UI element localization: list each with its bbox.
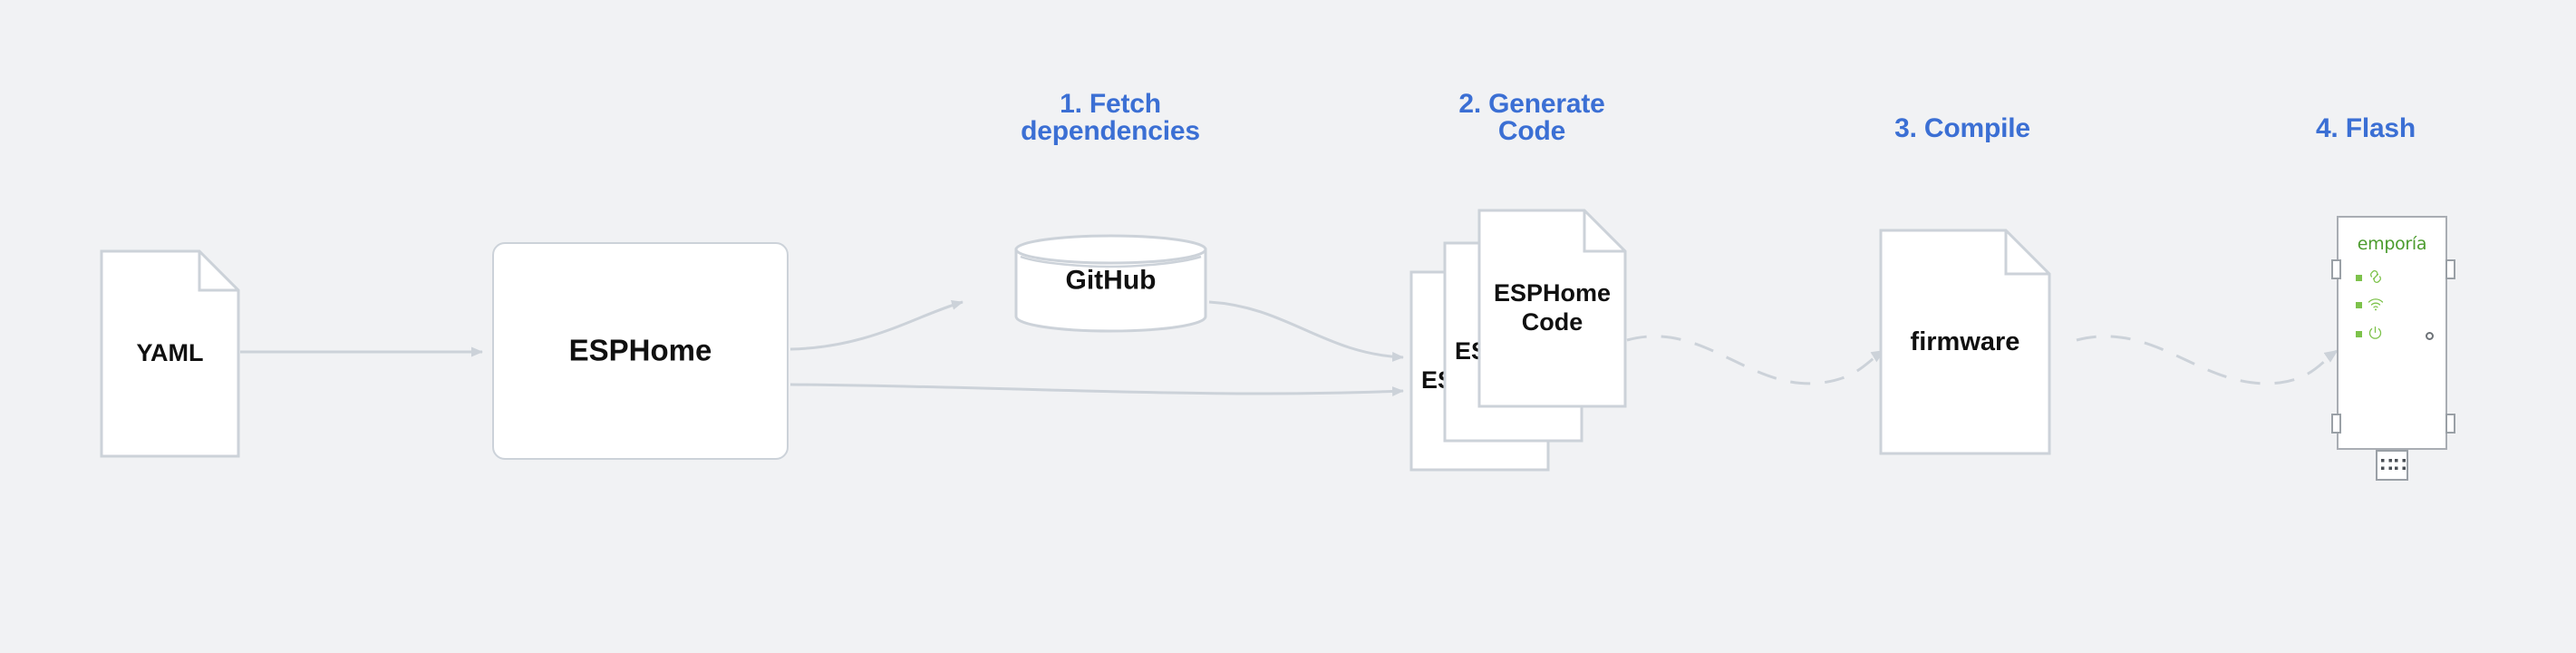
wifi-icon bbox=[2368, 298, 2384, 311]
github-label: GitHub bbox=[1065, 265, 1157, 296]
device-reset-button[interactable] bbox=[2426, 332, 2434, 340]
step-label-1: 1. Fetch dependencies bbox=[1011, 91, 1210, 145]
code-document-front bbox=[1477, 209, 1627, 408]
node-github[interactable]: GitHub bbox=[1013, 233, 1208, 333]
status-led-2 bbox=[2356, 302, 2362, 308]
cylinder-shape bbox=[1014, 234, 1207, 333]
step-3-line-1: 3. Compile bbox=[1894, 113, 2030, 143]
power-icon bbox=[2368, 326, 2382, 339]
edge-github-to-code bbox=[1208, 300, 1404, 362]
firmware-label: firmware bbox=[1910, 326, 2020, 356]
node-firmware[interactable]: firmware bbox=[1879, 229, 2051, 455]
code-label-line-1: ESPHome bbox=[1493, 279, 1612, 307]
terminal-icon-left bbox=[2381, 459, 2392, 470]
terminal-icon-right bbox=[2395, 459, 2406, 470]
step-2-line-1: 2. Generate bbox=[1458, 89, 1605, 119]
mount-tab-bottom-left bbox=[2331, 414, 2341, 434]
step-label-2: 2. Generate Code bbox=[1432, 91, 1632, 145]
yaml-label: YAML bbox=[136, 339, 204, 367]
code-label-line-2: Code bbox=[1521, 307, 1583, 336]
mount-tab-bottom-right bbox=[2445, 414, 2455, 434]
edge-esphome-to-github bbox=[789, 300, 964, 351]
edge-esphome-to-code bbox=[789, 383, 1404, 396]
code-front-label: ESPHome Code bbox=[1477, 279, 1627, 337]
document-shape bbox=[1879, 229, 2051, 455]
step-1-line-2: dependencies bbox=[1021, 116, 1200, 146]
mount-tab-top-right bbox=[2445, 259, 2455, 279]
node-esphome[interactable]: ESPHome bbox=[492, 242, 789, 460]
edge-code-to-firmware bbox=[1626, 335, 1885, 385]
document-shape bbox=[100, 249, 240, 458]
mount-tab-top-left bbox=[2331, 259, 2341, 279]
device-connector bbox=[2376, 450, 2408, 481]
edge-firmware-to-device bbox=[2076, 335, 2339, 385]
step-4-line-1: 4. Flash bbox=[2315, 113, 2416, 143]
node-yaml[interactable]: YAML bbox=[100, 249, 240, 458]
step-1-line-1: 1. Fetch bbox=[1060, 89, 1161, 119]
status-led-1 bbox=[2356, 275, 2362, 281]
step-label-3: 3. Compile bbox=[1863, 115, 2062, 142]
step-2-line-2: Code bbox=[1497, 116, 1566, 146]
link-icon bbox=[2370, 270, 2381, 283]
status-led-3 bbox=[2356, 331, 2362, 337]
esphome-label: ESPHome bbox=[568, 333, 712, 367]
device-logo: emporía bbox=[2357, 234, 2427, 254]
node-esphome-code[interactable]: ESPHome ESPHome ESPHome Code bbox=[1409, 209, 1645, 472]
node-device[interactable]: emporía bbox=[2328, 216, 2459, 488]
step-label-4: 4. Flash bbox=[2266, 115, 2465, 142]
